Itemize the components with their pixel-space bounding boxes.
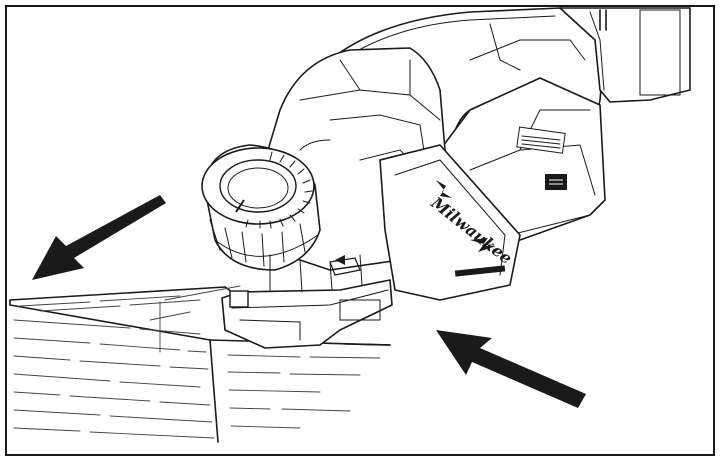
sole-plate bbox=[221, 254, 393, 349]
planer-body: Milwaukee bbox=[201, 7, 691, 349]
figure-border bbox=[5, 5, 715, 456]
battery-pack bbox=[559, 7, 691, 103]
wood-grain bbox=[13, 285, 381, 439]
feed-direction-arrow bbox=[32, 195, 166, 280]
depth-adjustment-knob bbox=[201, 144, 321, 271]
depth-scale-ticks bbox=[235, 151, 313, 229]
push-direction-arrow bbox=[436, 330, 586, 408]
